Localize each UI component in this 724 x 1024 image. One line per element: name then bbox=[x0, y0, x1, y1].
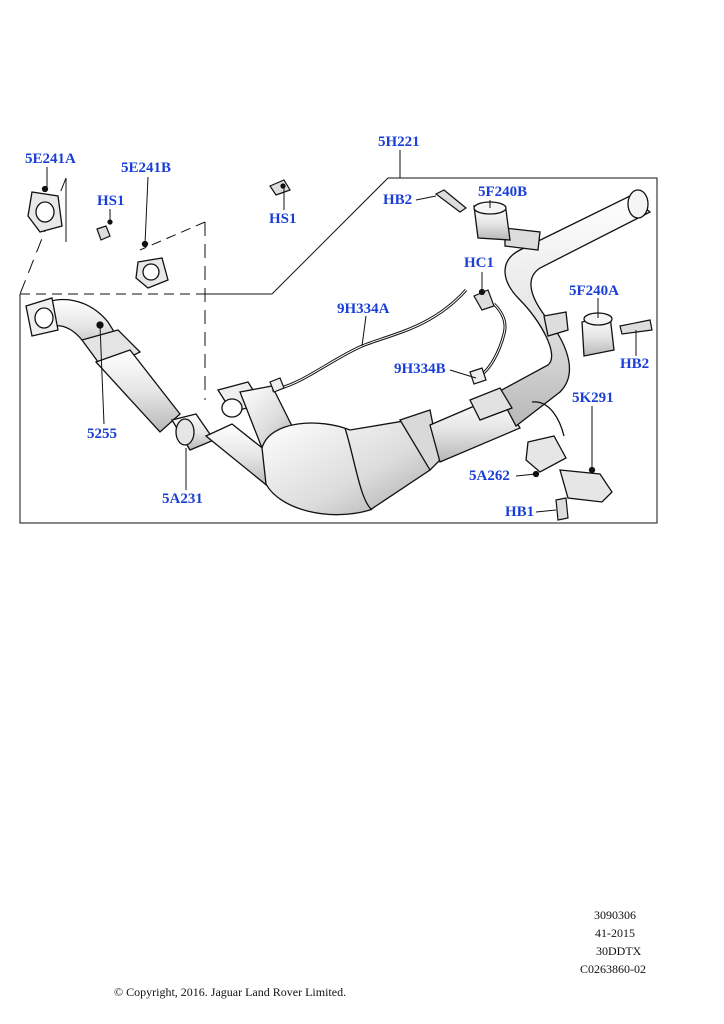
nut-hs1-left bbox=[96, 219, 113, 241]
label-9H334B: 9H334B bbox=[394, 361, 446, 377]
gasket-5E241B bbox=[135, 240, 169, 289]
reference-line-1: 3090306 bbox=[594, 908, 636, 922]
hanger-5F240B bbox=[473, 201, 511, 241]
label-5F240A: 5F240A bbox=[569, 283, 619, 299]
pressure-pipe-9H334B-inner bbox=[475, 303, 506, 379]
reference-line-3: 30DDTX bbox=[596, 944, 642, 958]
clamp-5A262 bbox=[525, 401, 567, 478]
label-hb2-top: HB2 bbox=[383, 192, 413, 208]
label-9H334A: 9H334A bbox=[337, 301, 390, 317]
label-5A262: 5A262 bbox=[469, 468, 510, 484]
label-5E241B: 5E241B bbox=[121, 160, 172, 176]
bolt-hb2-top bbox=[434, 189, 468, 213]
pressure-pipe-9H334B bbox=[475, 302, 507, 380]
label-hs1-left: HS1 bbox=[97, 193, 125, 209]
reference-line-4: C0263860-02 bbox=[580, 962, 646, 976]
label-5F240B: 5F240B bbox=[478, 184, 528, 200]
bolt-hb2-right bbox=[619, 319, 653, 335]
label-hb2-right: HB2 bbox=[620, 356, 650, 372]
label-hc1: HC1 bbox=[464, 255, 494, 271]
label-5E241A: 5E241A bbox=[25, 151, 76, 167]
bolt-hb1 bbox=[555, 497, 569, 521]
label-5K291: 5K291 bbox=[572, 390, 614, 406]
label-5H221: 5H221 bbox=[378, 134, 420, 150]
reference-line-2: 41-2015 bbox=[595, 926, 635, 940]
clip-HC1 bbox=[473, 288, 495, 311]
front-pipe-5255 bbox=[25, 297, 181, 433]
label-hs1-right: HS1 bbox=[269, 211, 297, 227]
gasket-5E241A bbox=[27, 185, 63, 233]
leader-lines bbox=[46, 150, 637, 513]
pipe-connector bbox=[269, 367, 487, 393]
rear-pipe-5H221 bbox=[469, 189, 652, 427]
hanger-5F240A bbox=[581, 312, 615, 357]
copyright-notice: © Copyright, 2016. Jaguar Land Rover Lim… bbox=[114, 985, 347, 999]
stud-hs1-right bbox=[269, 179, 291, 196]
label-5255: 5255 bbox=[87, 426, 117, 442]
frame bbox=[19, 177, 658, 524]
bracket-5K291 bbox=[559, 466, 613, 503]
label-5A231: 5A231 bbox=[162, 491, 203, 507]
label-hb1: HB1 bbox=[505, 504, 535, 520]
